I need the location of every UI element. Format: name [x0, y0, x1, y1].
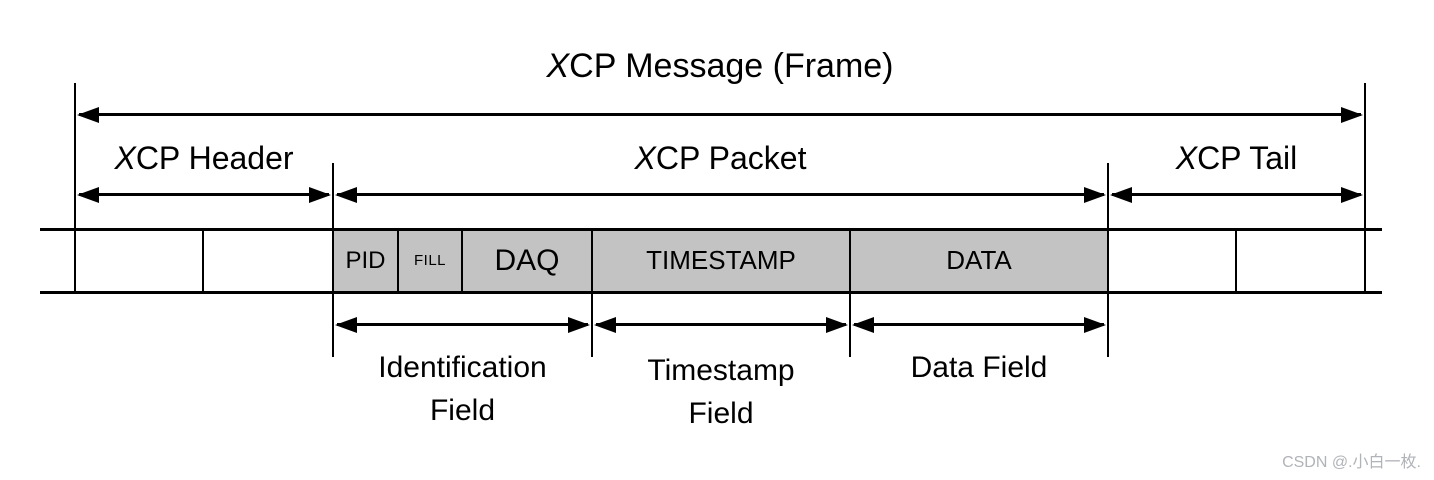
arrow-shaft [337, 193, 1104, 196]
timestamp-field-line1: Timestamp [647, 354, 795, 387]
tail-span-arrow [1110, 187, 1363, 203]
header-span-arrow [77, 187, 331, 203]
header-span-label: XCP Header [75, 140, 333, 176]
data-field-label: Data Field [850, 346, 1108, 389]
packet-span-label: XCP Packet [333, 140, 1108, 176]
arrow-shaft [79, 193, 329, 196]
fill-daq-divider [461, 229, 463, 293]
packet-start-line [332, 163, 334, 357]
timestamp-field-line2: Field [688, 397, 754, 430]
identification-field-arrow [335, 317, 590, 333]
tail-label-italic-x: X [1175, 140, 1198, 176]
csdn-watermark: CSDN @.小白一枚. [1282, 454, 1421, 471]
pid-fill-divider [397, 229, 399, 293]
daq-timestamp-divider [591, 229, 593, 357]
arrow-head-right-icon [568, 317, 590, 333]
cell-label-timestamp: TIMESTAMP [646, 245, 796, 275]
arrow-head-right-icon [1341, 187, 1363, 203]
diagram-title: XCP Message (Frame) [75, 46, 1365, 86]
data-field-arrow [852, 317, 1106, 333]
frame-start-line [74, 83, 76, 293]
arrow-shaft [79, 113, 1361, 116]
tail-label-rest: CP Tail [1197, 140, 1298, 176]
title-italic-x: X [546, 47, 570, 85]
tail-cell-divider [1235, 229, 1237, 293]
message-span-arrow [77, 107, 1363, 123]
timestamp-data-divider [849, 229, 851, 357]
cell-label-daq: DAQ [494, 244, 560, 277]
arrow-shaft [1112, 193, 1361, 196]
arrow-head-right-icon [1341, 107, 1363, 123]
data-field-line1: Data Field [910, 351, 1048, 384]
identification-field-line1: Identification [378, 351, 547, 384]
title-rest: CP Message (Frame) [569, 47, 894, 85]
header-label-rest: CP Header [135, 140, 294, 176]
cell-label-fill: FILL [413, 252, 446, 269]
arrow-head-right-icon [1084, 187, 1106, 203]
header-label-italic-x: X [114, 140, 136, 176]
bus-top-line [40, 228, 1382, 231]
arrow-head-right-icon [1084, 317, 1106, 333]
cell-label-pid: PID [345, 247, 386, 274]
bus-bottom-line [40, 291, 1382, 294]
arrow-shaft [337, 323, 588, 326]
arrow-head-right-icon [826, 317, 848, 333]
header-cell-divider [202, 229, 204, 293]
packet-label-rest: CP Packet [655, 140, 807, 176]
packet-label-italic-x: X [634, 140, 656, 176]
frame-end-line [1364, 83, 1366, 293]
timestamp-field-label: Timestamp Field [592, 349, 850, 435]
identification-field-line2: Field [429, 394, 496, 427]
cell-label-data: DATA [946, 245, 1012, 275]
packet-span-arrow [335, 187, 1106, 203]
arrow-shaft [596, 323, 846, 326]
tail-span-label: XCP Tail [1108, 140, 1365, 176]
arrow-head-right-icon [309, 187, 331, 203]
identification-field-label: Identification Field [333, 346, 592, 432]
timestamp-field-arrow [594, 317, 848, 333]
packet-end-line [1107, 163, 1109, 357]
arrow-shaft [854, 323, 1104, 326]
